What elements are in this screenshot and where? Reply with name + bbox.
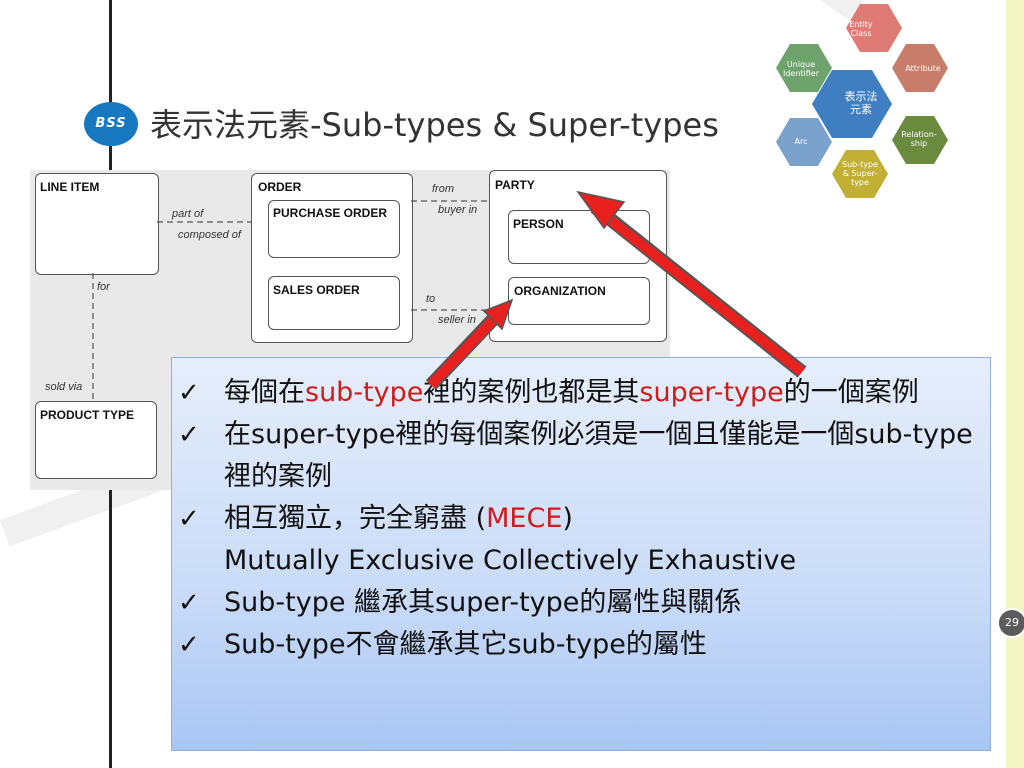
- rel-seller-in: seller in: [438, 314, 476, 326]
- checkmark-icon: ✓: [178, 378, 200, 408]
- entity-purchase-order-label: PURCHASE ORDER: [273, 206, 388, 220]
- entity-party-label: PARTY: [495, 178, 535, 192]
- hex-label-attribute: Attribute: [905, 64, 941, 73]
- rel-from: from: [432, 183, 454, 195]
- hex-attribute-icon: [892, 44, 948, 92]
- hex-label-center: 表示法 元素: [844, 90, 878, 116]
- rel-buyer-in: buyer in: [438, 204, 478, 216]
- hexagon-diagram: [776, 4, 948, 198]
- bullet-panel: [171, 357, 991, 751]
- bullet-item: ✓ 每個在sub-type裡的案例也都是其super-type的一個案例: [178, 372, 988, 414]
- bullet-item: ✓ 相互獨立，完全窮盡 (MECE) Mutually Exclusive Co…: [178, 498, 988, 582]
- hex-center-icon: [812, 70, 892, 138]
- hex-entity-class-icon: [846, 4, 902, 52]
- checkmark-icon: ✓: [178, 420, 200, 450]
- page-number: 29: [997, 608, 1024, 638]
- rel-to: to: [426, 293, 436, 305]
- hex-label-entity-class: Entity Class: [849, 20, 873, 38]
- hex-arc-icon: [776, 118, 832, 166]
- rel-sold-via: sold via: [45, 381, 83, 393]
- right-side-bar: [1006, 0, 1024, 768]
- entity-purchase-order: [268, 200, 400, 258]
- entity-product-type: [35, 401, 157, 479]
- bullet-item: ✓ Sub-type 繼承其super-type的屬性與關係: [178, 582, 988, 624]
- entity-sales-order: [268, 276, 400, 330]
- entity-product-type-label: PRODUCT TYPE: [40, 408, 135, 422]
- slide-title: 表示法元素-Sub-types & Super-types: [150, 106, 719, 144]
- bullet-item: ✓ Sub-type不會繼承其它sub-type的屬性: [178, 624, 988, 666]
- hex-label-arc: Arc: [794, 137, 808, 146]
- entity-organization-label: ORGANIZATION: [514, 284, 606, 298]
- entity-order-label: ORDER: [258, 180, 302, 194]
- hex-unique-identifier-icon: [776, 44, 832, 92]
- checkmark-icon: ✓: [178, 588, 200, 618]
- rel-composed-of: composed of: [178, 229, 241, 241]
- bullet-item: ✓ 在super-type裡的每個案例必須是一個且僅能是一個sub-type裡的…: [178, 414, 988, 498]
- entity-person-label: PERSON: [513, 217, 564, 231]
- red-arrow-icon: [576, 190, 807, 378]
- company-logo: BSS: [84, 102, 138, 146]
- hex-label-relationship: Relation-ship: [901, 130, 937, 148]
- bullet-list: ✓ 每個在sub-type裡的案例也都是其super-type的一個案例 ✓ 在…: [178, 372, 988, 666]
- checkmark-icon: ✓: [178, 504, 200, 534]
- rel-for: for: [97, 281, 110, 293]
- hex-label-unique-identifier: Unique Identifier: [782, 60, 820, 78]
- checkmark-icon: ✓: [178, 630, 200, 660]
- entity-sales-order-label: SALES ORDER: [273, 283, 360, 297]
- red-arrow-icon: [425, 298, 514, 390]
- hex-relationship-icon: [892, 116, 948, 164]
- entity-organization: [508, 277, 650, 325]
- hex-subtype-supertype-icon: [832, 150, 888, 198]
- rel-part-of: part of: [172, 208, 204, 220]
- hex-label-subtype-supertype: Sub-type & Super-type: [842, 160, 878, 187]
- entity-line-item-label: LINE ITEM: [40, 180, 100, 194]
- entity-line-item: [35, 173, 159, 275]
